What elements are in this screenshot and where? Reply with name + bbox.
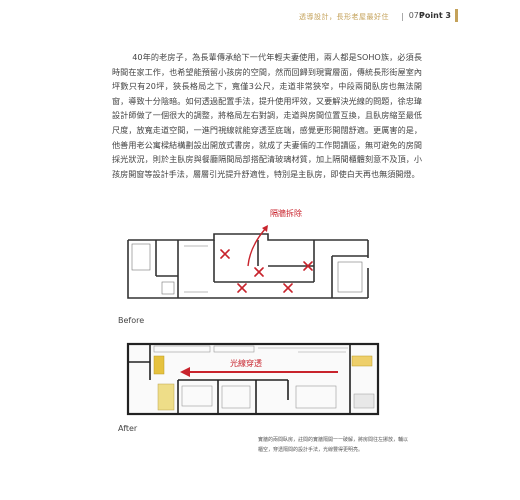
page-number: 079 bbox=[408, 11, 424, 20]
before-annotation: 隔牆拆除 bbox=[270, 208, 302, 218]
image-caption: 實牆的兩間臥房，註間的實牆隔開一一破解，將房間往左挪放，輔以櫃空，穿透隔間的設計… bbox=[258, 437, 409, 453]
demolition-marks bbox=[220, 249, 313, 293]
body-paragraph: 40年的老房子，為長輩傳承給下一代年輕夫妻使用，兩人都是SOHO族，必須長時間在… bbox=[112, 52, 422, 179]
chapter-label: Point 3 bbox=[419, 11, 451, 20]
page-header: 透導設計，長形老屋最好住 079 Point 3 bbox=[0, 8, 520, 28]
after-annotation: 光線穿透 bbox=[230, 358, 262, 368]
after-label: After bbox=[118, 424, 138, 433]
floor-plan-after: 光線穿透 bbox=[126, 342, 380, 416]
chapter-bar bbox=[455, 9, 458, 22]
change-arrow bbox=[247, 227, 267, 267]
section-title: 透導設計，長形老屋最好住 bbox=[299, 13, 389, 21]
before-label: Before bbox=[118, 316, 145, 325]
header-divider bbox=[402, 13, 403, 21]
floor-plan-before: 隔牆拆除 bbox=[127, 208, 369, 299]
